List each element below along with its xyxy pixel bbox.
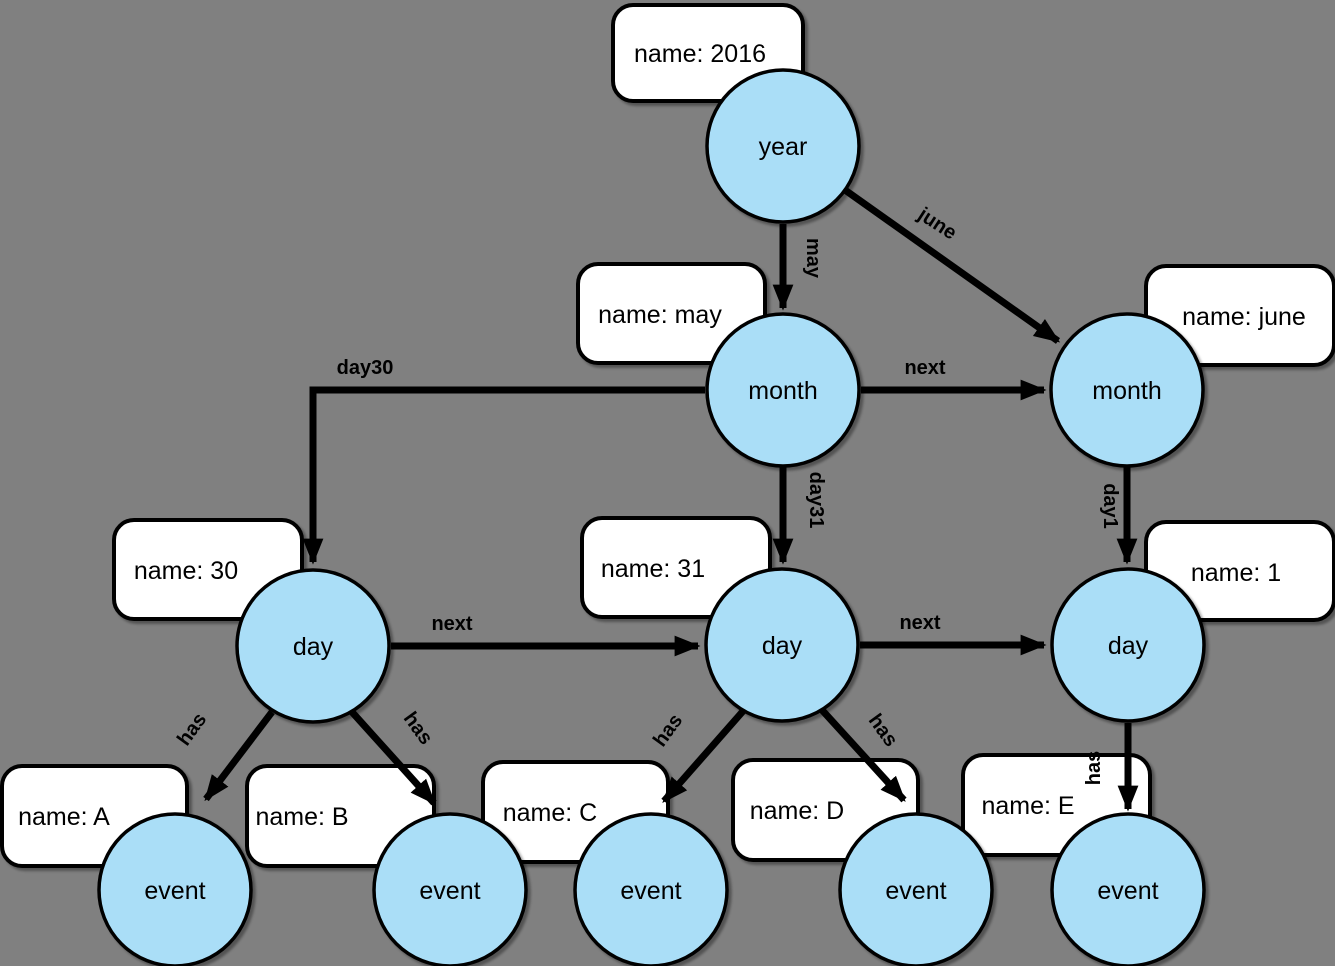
- node-label: event: [1097, 877, 1158, 905]
- node-label: event: [144, 877, 205, 905]
- edge-label: may: [802, 238, 824, 279]
- node-day-30: [235, 568, 391, 724]
- property-box-label: name: 1: [1191, 559, 1281, 587]
- node-label: day: [762, 632, 803, 660]
- property-box-label: name: 30: [134, 557, 238, 585]
- edge-day30: [302, 386, 705, 565]
- node-label: year: [759, 133, 808, 161]
- property-box-label: name: C: [503, 799, 597, 827]
- node-day-31: [704, 567, 860, 723]
- property-box-label: name: A: [18, 803, 110, 831]
- property-box-label: name: june: [1182, 303, 1306, 331]
- edges: may june next day30 day31 day1 next next…: [173, 187, 1139, 812]
- edge-label: has: [1083, 751, 1105, 785]
- property-box-label: name: D: [750, 797, 844, 825]
- edge-has-c: [661, 707, 747, 804]
- node-label: event: [620, 877, 681, 905]
- edge-label: next: [899, 612, 940, 634]
- node-label: day: [293, 633, 334, 661]
- node-event-b: [372, 812, 528, 966]
- property-box-label: name: B: [255, 803, 348, 831]
- node-event-e: [1050, 812, 1206, 966]
- property-box-label: name: 31: [601, 555, 705, 583]
- node-event-c: [573, 812, 729, 966]
- edge-label: day31: [805, 472, 827, 529]
- property-box-label: name: E: [981, 792, 1074, 820]
- nodes: year month month day day day event event…: [97, 68, 1206, 966]
- node-day-1: [1050, 567, 1206, 723]
- node-label: month: [1092, 377, 1161, 405]
- node-month-june: [1049, 312, 1205, 468]
- edge-has-a: [203, 709, 275, 802]
- node-label: event: [885, 877, 946, 905]
- node-year: [705, 68, 861, 224]
- property-box-may: [576, 262, 767, 365]
- edge-label: day1: [1099, 483, 1121, 529]
- node-month-may: [705, 312, 861, 468]
- property-box-31: [580, 516, 772, 619]
- edge-label: day30: [337, 357, 394, 379]
- node-label: event: [419, 877, 480, 905]
- node-label: month: [748, 377, 817, 405]
- edge-has-b: [349, 709, 437, 806]
- edge-label: next: [904, 357, 945, 379]
- edge-has-d: [819, 707, 907, 803]
- node-label: day: [1108, 632, 1149, 660]
- node-event-a: [97, 812, 253, 966]
- edge-june: [842, 187, 1061, 344]
- property-box-label: name: 2016: [634, 40, 766, 68]
- property-box-label: name: may: [598, 301, 722, 329]
- edge-label: next: [431, 613, 472, 635]
- node-event-d: [838, 812, 994, 966]
